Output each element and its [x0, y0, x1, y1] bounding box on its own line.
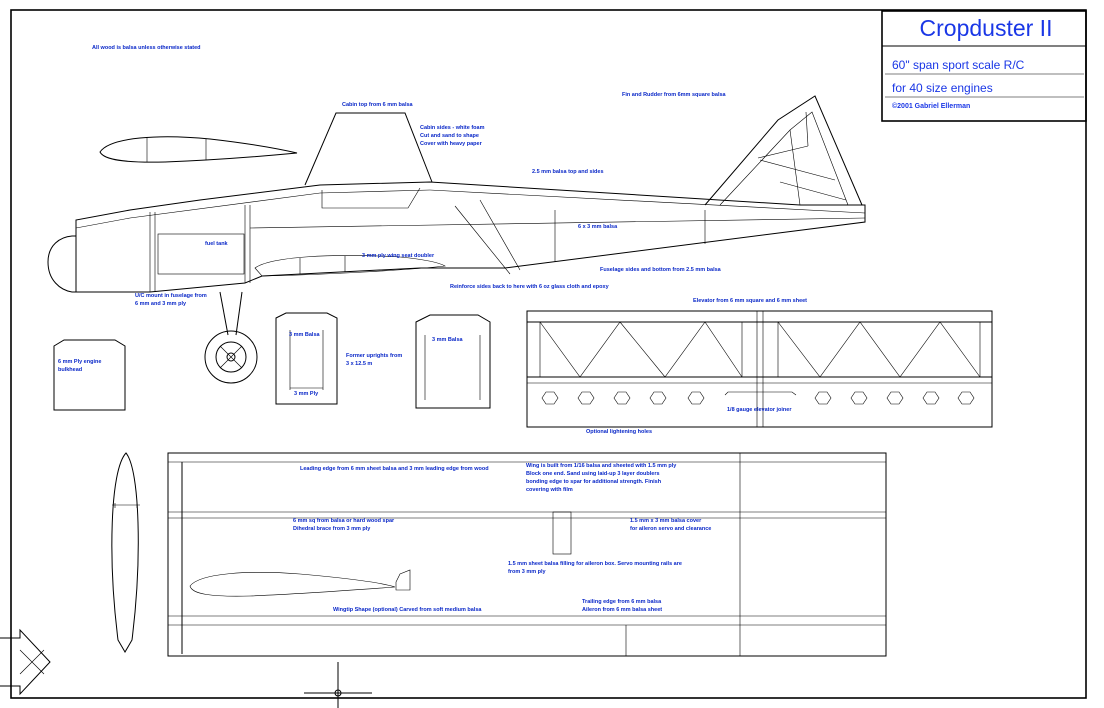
note-cabin-sides-1: Cabin sides - white foam [420, 125, 485, 131]
sheet-border [10, 9, 1087, 699]
note-leading-edge: Leading edge from 6 mm sheet balsa and 3… [300, 466, 489, 472]
note-spar-1: 6 mm sq from balsa or hard wood spar [293, 518, 395, 524]
note-former-b: 3 mm Balsa [432, 337, 464, 343]
note-wing-skin-3: bonding edge to spar for additional stre… [526, 479, 662, 485]
wing-plan [167, 452, 887, 657]
note-wing-skin-1: Wing is built from 1/16 balsa and sheete… [526, 463, 677, 469]
note-servo-2: from 3 mm ply [508, 569, 547, 575]
note-longeron: 2.5 mm balsa top and sides [532, 169, 604, 175]
note-spar-2: Dihedral brace from 3 mm ply [293, 526, 371, 532]
note-cap-strip-2: for aileron servo and clearance [630, 526, 711, 532]
plan-title: Cropduster II [919, 15, 1053, 41]
note-firewall-1: 6 mm Ply engine [58, 359, 101, 365]
note-wing-seat: 3 mm ply wing seat doubler [362, 253, 435, 259]
note-cabin-top: Cabin top from 6 mm balsa [342, 102, 414, 108]
note-trailing-edge-1: Trailing edge from 6 mm balsa [582, 599, 662, 605]
note-formers-1: Former uprights from [346, 353, 402, 359]
note-former-a: 3 mm Balsa [289, 332, 321, 338]
note-wingtip: Wingtip Shape (optional) Carved from sof… [333, 607, 482, 613]
firewall-part [53, 339, 126, 411]
plan-copyright: ©2001 Gabriel Ellerman [892, 103, 971, 110]
former-a [275, 312, 338, 405]
wingtip-side-profile [111, 452, 140, 653]
note-cabin-sides-3: Cover with heavy paper [420, 141, 483, 147]
note-fin-rudder: Fin and Rudder from 6mm square balsa [622, 92, 727, 98]
note-reinforce: Reinforce sides back to here with 6 oz g… [450, 284, 610, 290]
note-lightening: Optional lightening holes [586, 429, 652, 435]
note-fuse-bottom: Fuselage sides and bottom from 2.5 mm ba… [600, 267, 722, 273]
note-cap-strip-1: 1.5 mm x 3 mm balsa cover [630, 518, 702, 524]
note-uc-2: 6 mm and 3 mm ply [135, 301, 187, 307]
plan-subtitle-engine: for 40 size engines [892, 81, 993, 95]
note-wing-skin-4: covering with film [526, 487, 573, 493]
airfoil-profile-top [99, 136, 298, 163]
note-firewall-2: bulkhead [58, 367, 82, 373]
note-formers-2: 3 x 12.5 m [346, 361, 372, 367]
former-b [415, 314, 491, 409]
note-elevator-joiner: 1/8 gauge elevator joiner [727, 407, 792, 413]
landing-gear [204, 291, 258, 384]
note-trailing-edge-2: Aileron from 6 mm balsa sheet [582, 607, 662, 613]
note-general: All wood is balsa unless otherwise state… [92, 45, 201, 51]
plan-subtitle-span: 60" span sport scale R/C [892, 58, 1025, 72]
note-fuel-tank: fuel tank [205, 241, 229, 247]
note-elevator: Elevator from 6 mm square and 6 mm sheet [693, 298, 807, 304]
note-stringer: 6 x 3 mm balsa [578, 224, 618, 230]
elevator-plan [526, 310, 993, 428]
note-cabin-sides-2: Cut and sand to shape [420, 133, 479, 139]
note-uc-1: U/C mount in fuselage from [135, 293, 207, 299]
note-former-a-ply: 3 mm Ply [294, 391, 319, 397]
fuselage-side-view [47, 95, 866, 293]
note-servo-1: 1.5 mm sheet balsa filling for aileron b… [508, 561, 682, 567]
crosshair-mark [304, 662, 372, 708]
title-block-frame [881, 10, 1087, 122]
page-arrow [0, 628, 51, 696]
note-wing-skin-2: Block one end. Sand using laid-up 3 laye… [526, 471, 660, 477]
